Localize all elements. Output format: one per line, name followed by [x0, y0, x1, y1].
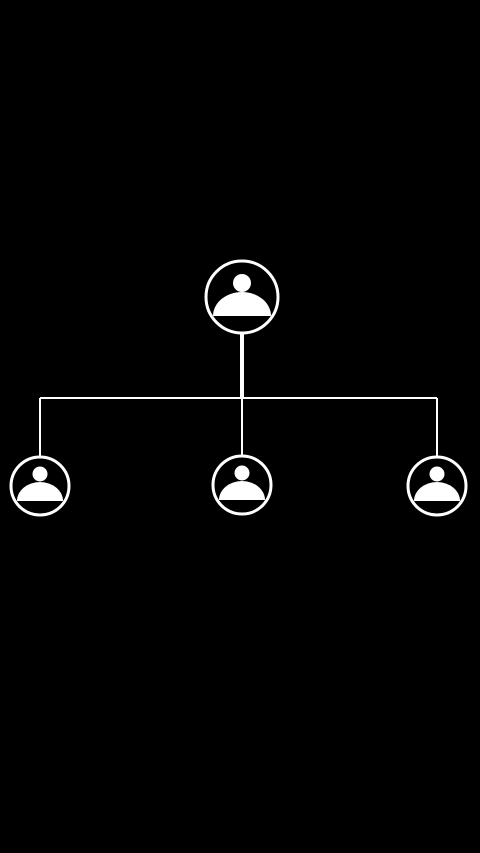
- person-icon: [17, 466, 63, 501]
- person-icon: [414, 466, 460, 501]
- person-icon: [219, 465, 265, 500]
- child-node-3: [406, 455, 468, 517]
- person-icon: [213, 274, 271, 316]
- child-node-2: [211, 454, 273, 516]
- root-node: [204, 259, 280, 335]
- connectors: [39, 334, 438, 457]
- child-node-1: [9, 455, 71, 517]
